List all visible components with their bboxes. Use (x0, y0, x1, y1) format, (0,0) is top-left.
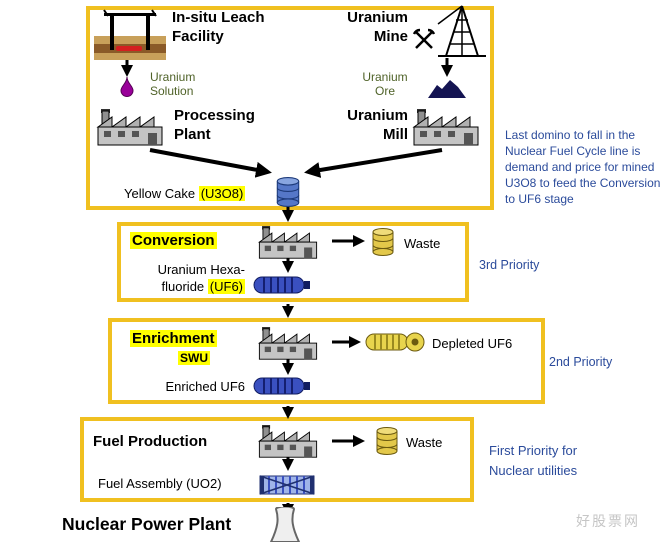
fuel-production-title: Fuel Production (93, 433, 208, 450)
plant-title-line1: Processing (174, 107, 255, 124)
priority-3rd-label: 3rd Priority (479, 258, 540, 272)
mine-title-line1: Uranium (347, 9, 408, 26)
uf6-product-label: Uranium Hexa- fluoride (UF6) (132, 261, 245, 295)
mining-stage-box (86, 6, 494, 210)
enrichment-plant-icon (257, 327, 318, 360)
depleted-uf6-label: Depleted UF6 (432, 336, 513, 351)
mine-title-line2: Mine (373, 28, 408, 45)
uranium-ore-label: Uranium Ore (352, 70, 418, 98)
uranium-mill-icon (412, 109, 479, 146)
leach-title-line2: Facility (172, 28, 224, 45)
uranium-mine-title: Uranium Mine (318, 8, 408, 46)
enrichment-title: Enrichment (130, 329, 217, 348)
yellowcake-drum-icon (276, 177, 300, 207)
uranium-solution-label: Uranium Solution (150, 70, 195, 98)
mine-derrick-icon (437, 5, 486, 57)
leach-facility-title: In-situ Leach Facility (172, 8, 265, 46)
enriched-uf6-label: Enriched UF6 (165, 379, 245, 394)
nuclear-power-plant-title: Nuclear Power Plant (62, 514, 232, 534)
solution-label-line2: Solution (150, 84, 194, 98)
enrichment-stage-box (108, 318, 545, 404)
conversion-title: Conversion (130, 231, 217, 250)
swu-text: SWU (178, 351, 210, 365)
enriched-uf6-cylinder-icon (253, 377, 310, 395)
fuel-waste-label: Waste (406, 435, 443, 450)
priority-1st-line2: Nuclear utilities (489, 463, 578, 478)
swu-label: SWU (178, 351, 210, 365)
yellowcake-formula: (U3O8) (198, 186, 246, 201)
leach-facility-icon (94, 9, 166, 60)
conversion-plant-icon (257, 226, 318, 259)
ore-pile-icon (428, 80, 466, 98)
enrichment-title-text: Enrichment (130, 330, 217, 347)
uf6-formula: (UF6) (207, 279, 245, 294)
solution-drop-icon (120, 76, 134, 97)
uf6-cylinder-icon (253, 276, 310, 294)
solution-label-line1: Uranium (150, 70, 196, 84)
crossed-hammers-icon (412, 28, 436, 49)
ore-label-line2: Ore (374, 84, 395, 98)
fuel-assembly-icon (259, 475, 315, 495)
conversion-title-text: Conversion (130, 232, 217, 249)
conversion-stage-box (117, 222, 469, 302)
yellowcake-text: Yellow Cake (124, 186, 196, 201)
plant-title-line2: Plant (174, 126, 211, 143)
depleted-uf6-cylinder-icon (365, 332, 425, 352)
conversion-waste-drum-icon (372, 228, 394, 256)
conversion-waste-label: Waste (404, 236, 441, 251)
ore-label-line1: Uranium (362, 70, 408, 84)
uf6-label-fluoride: fluoride (161, 279, 205, 294)
side-note: Last domino to fall in the Nuclear Fuel … (505, 128, 661, 206)
fuel-waste-drum-icon (376, 427, 398, 455)
yellowcake-label: Yellow Cake (U3O8) (124, 186, 246, 201)
fuel-assembly-label: Fuel Assembly (UO2) (98, 476, 222, 491)
watermark: 好股票网 (576, 513, 640, 529)
processing-plant-icon (96, 109, 163, 146)
mill-title-line1: Uranium (347, 107, 408, 124)
priority-1st-line1: First Priority for (489, 443, 578, 458)
uf6-label-line1: Uranium Hexa- (157, 262, 245, 277)
uf6-label-line2: fluoride (UF6) (132, 278, 245, 295)
leach-title-line1: In-situ Leach (172, 9, 265, 26)
processing-plant-title: Processing Plant (174, 106, 255, 144)
fuel-production-stage-box (80, 417, 474, 502)
fuel-production-plant-icon (257, 425, 318, 458)
priority-1st-label: First Priority for Nuclear utilities (489, 441, 577, 481)
mill-title-line2: Mill (383, 126, 408, 143)
priority-2nd-label: 2nd Priority (549, 355, 613, 369)
cooling-tower-icon (269, 507, 301, 542)
uranium-mill-title: Uranium Mill (318, 106, 408, 144)
